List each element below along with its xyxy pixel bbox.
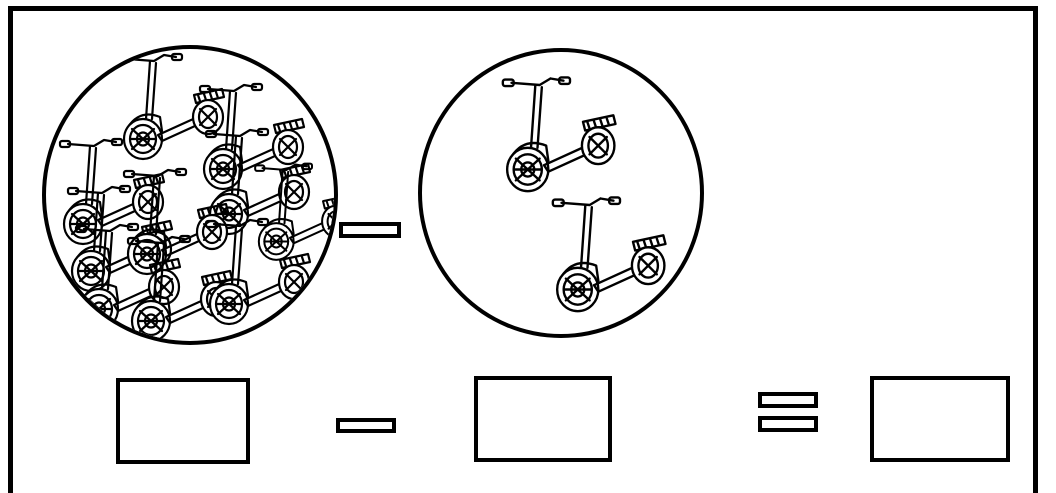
answer-box-difference[interactable] [870, 376, 1010, 462]
minus-sign-bottom [336, 418, 396, 433]
electric-scooter-icon [196, 214, 316, 334]
minuend-group-circle [42, 45, 338, 345]
electric-scooter-icon [492, 72, 622, 202]
equals-sign-bottom-bar [758, 416, 818, 432]
answer-box-subtrahend[interactable] [474, 376, 612, 462]
answer-box-minuend[interactable] [116, 378, 250, 464]
electric-scooter-icon [542, 192, 672, 322]
subtrahend-group-circle [418, 48, 704, 338]
equals-sign-top-bar [758, 392, 818, 408]
minus-sign-top [339, 222, 401, 238]
